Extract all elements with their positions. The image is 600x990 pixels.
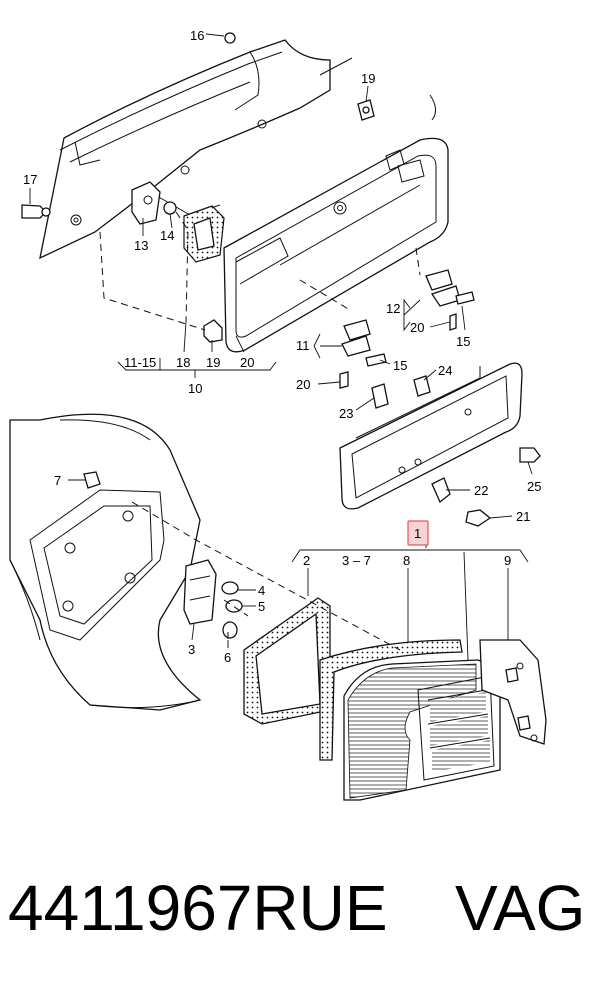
callout-17: 17 (23, 172, 37, 187)
callout-8: 8 (403, 553, 410, 568)
callout-6: 6 (224, 650, 231, 665)
callout-labels: 16 19 17 13 14 12 20 15 11 15 20 24 23 2… (23, 28, 541, 665)
lamp-bracket (479, 639, 547, 745)
exploded-parts-diagram: 16 19 17 13 14 12 20 15 11 15 20 24 23 2… (9, 28, 547, 801)
callout-21: 21 (516, 509, 530, 524)
bulb-holder-assembly (183, 559, 243, 639)
callout-13: 13 (134, 238, 148, 253)
callout-18: 18 (176, 355, 190, 370)
license-plate-carrier (339, 362, 541, 527)
callout-20: 20 (296, 377, 310, 392)
leader-lines (29, 33, 533, 661)
callout-19: 19 (206, 355, 220, 370)
body-side-panel (9, 413, 202, 711)
callout-25: 25 (527, 479, 541, 494)
callout-5: 5 (258, 599, 265, 614)
callout-2: 2 (303, 553, 310, 568)
callout-12: 12 (386, 301, 400, 316)
callout-15: 15 (456, 334, 470, 349)
brand-name: VAG (455, 872, 586, 944)
callout-3-7: 3 – 7 (342, 553, 371, 568)
part-number: 4411967RUE (8, 872, 388, 944)
license-plate-recess (223, 137, 449, 353)
tail-lamp-lens (343, 659, 501, 801)
callout-1: 1 (414, 526, 421, 541)
callout-24: 24 (438, 363, 452, 378)
callout-11-15: 11-15 (124, 355, 156, 370)
callout-7: 7 (54, 473, 61, 488)
callout-22: 22 (474, 483, 488, 498)
callout-10: 10 (188, 381, 202, 396)
top-hardware (21, 32, 475, 389)
callout-14: 14 (160, 228, 174, 243)
callout-19: 19 (361, 71, 375, 86)
callout-15: 15 (393, 358, 407, 373)
selected-part-highlight (407, 520, 429, 546)
callout-9: 9 (504, 553, 511, 568)
callout-20: 20 (240, 355, 254, 370)
callout-20: 20 (410, 320, 424, 335)
callout-11: 11 (296, 338, 310, 353)
callout-23: 23 (339, 406, 353, 421)
lens-seal (319, 639, 463, 761)
lamp-gasket (243, 597, 331, 725)
callout-16: 16 (190, 28, 204, 43)
top-guide-lines (99, 211, 421, 331)
tailgate-panel (39, 39, 436, 260)
callout-4: 4 (258, 583, 265, 598)
callout-3: 3 (188, 642, 195, 657)
